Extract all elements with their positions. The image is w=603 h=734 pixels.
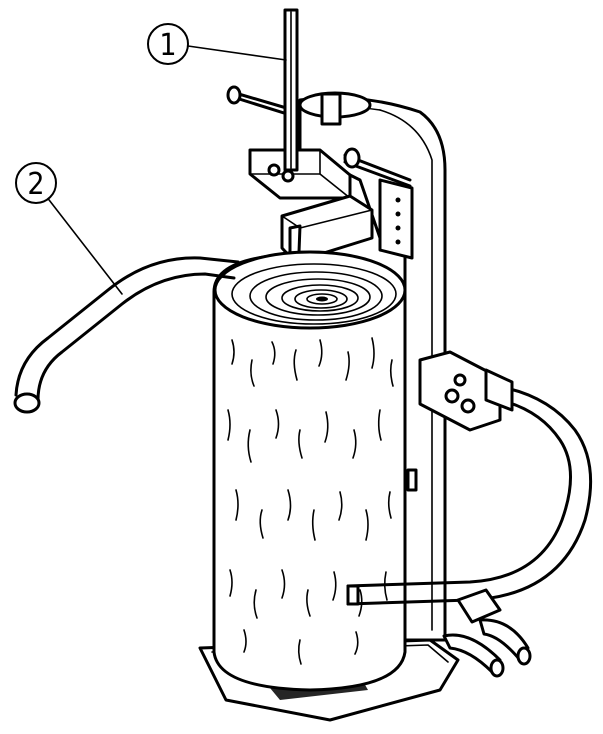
lower-lever	[406, 468, 532, 678]
depth-gauge-rod	[283, 8, 299, 172]
callout-2: 2	[15, 162, 123, 295]
callout-1: 1	[147, 23, 287, 65]
right-handle	[346, 350, 593, 606]
log	[212, 250, 407, 692]
bark-texture	[227, 337, 394, 665]
left-handle	[13, 256, 240, 414]
ram-head-assembly	[226, 85, 414, 280]
callout-2-label: 2	[27, 167, 44, 202]
callout-1-label: 1	[159, 28, 176, 63]
